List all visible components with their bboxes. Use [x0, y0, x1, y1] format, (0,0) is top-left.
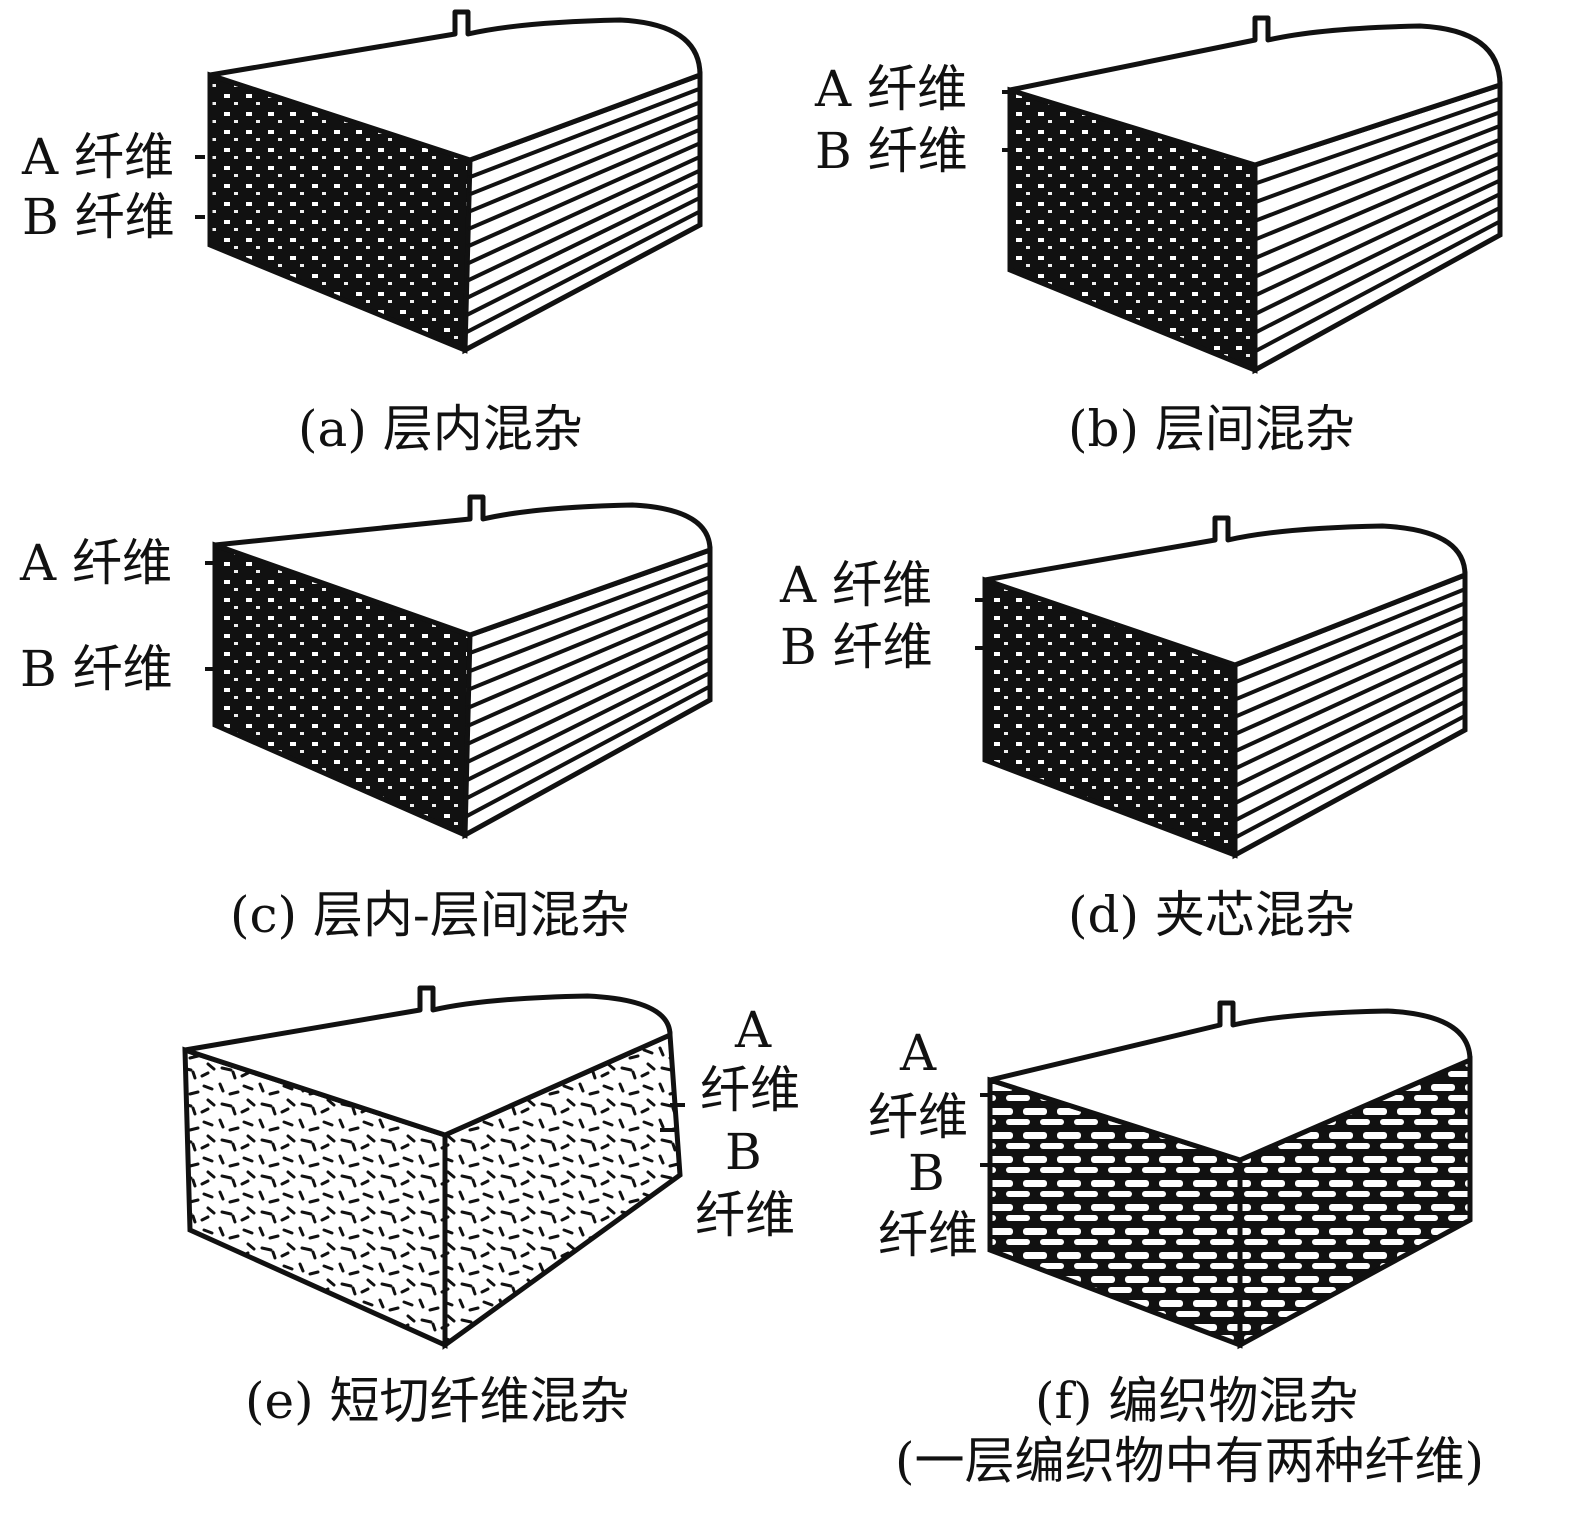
top-face [207, 9, 703, 163]
caption-b: (b) 层间混杂 [1068, 400, 1355, 458]
label-b-fiber: B 纤维 [20, 640, 173, 698]
ply-line [465, 182, 701, 300]
block-d [975, 515, 1468, 860]
ply-line [468, 100, 701, 197]
ply-line [466, 155, 701, 266]
ply-line [1234, 714, 1466, 840]
label-b: B [908, 1144, 945, 1202]
ply-line [466, 141, 701, 249]
ply-line [464, 209, 701, 335]
ply-line [467, 589, 711, 692]
ply-line [1254, 110, 1501, 205]
caption-e: (e) 短切纤维混杂 [245, 1372, 630, 1430]
ply-line [1254, 219, 1501, 354]
block-e [182, 985, 685, 1350]
label-a-fiber: A 纤维 [815, 60, 968, 118]
ply-line [1234, 601, 1466, 702]
label-fiber: 纤维 [868, 1088, 968, 1146]
ply-line [1254, 192, 1501, 316]
ply-line [465, 195, 701, 318]
caption-f: (f) 编织物混杂 [1035, 1372, 1359, 1430]
caption-c: (c) 层内-层间混杂 [230, 886, 630, 944]
ply-line [468, 86, 701, 180]
label-a-fiber: A 纤维 [22, 128, 175, 186]
ply-line [1254, 178, 1501, 298]
ply-line [1234, 671, 1466, 788]
ply-line [467, 602, 711, 710]
block-c [205, 494, 713, 840]
ply-line [466, 616, 711, 728]
block-b [1002, 15, 1503, 375]
ply-line [1234, 615, 1466, 719]
caption-a: (a) 层内混杂 [298, 400, 583, 458]
label-fiber: 纤维 [695, 1186, 795, 1244]
top-face [987, 1000, 1473, 1163]
ply-line [1234, 587, 1466, 685]
label-b-fiber: B 纤维 [780, 618, 933, 676]
top-face [1007, 15, 1503, 168]
label-a-fiber: A 纤维 [780, 556, 933, 614]
label-b: B [725, 1123, 762, 1181]
label-fiber: 纤维 [700, 1061, 800, 1119]
ply-line [1254, 124, 1501, 223]
ply-line [1254, 151, 1501, 261]
ply-line [1254, 96, 1501, 186]
ply-line [1234, 685, 1466, 805]
label-b-fiber: B 纤维 [815, 122, 968, 180]
ply-line [467, 114, 701, 214]
ply-line [466, 630, 711, 746]
top-face [212, 494, 713, 638]
caption-f-note: (一层编织物中有两种纤维) [895, 1432, 1485, 1490]
ply-line [468, 561, 711, 656]
ply-line [1254, 164, 1501, 279]
label-a: A [900, 1024, 937, 1082]
ply-line [1254, 137, 1501, 242]
ply-line [464, 670, 711, 801]
ply-line [464, 684, 711, 819]
ply-line [1234, 643, 1466, 754]
ply-line [1234, 657, 1466, 771]
ply-line [465, 643, 711, 765]
label-a-fiber: A 纤维 [20, 534, 173, 592]
ply-line [467, 127, 701, 231]
ply-line [468, 575, 711, 674]
label-fiber: 纤维 [878, 1206, 978, 1264]
ply-line [1254, 205, 1501, 335]
ply-line [1234, 629, 1466, 736]
ply-line [465, 657, 711, 783]
block-a [195, 9, 703, 355]
ply-line [465, 168, 701, 283]
top-face [182, 985, 673, 1138]
top-face [982, 515, 1468, 668]
caption-d: (d) 夹芯混杂 [1068, 886, 1355, 944]
label-a: A [735, 1001, 772, 1059]
label-b-fiber: B 纤维 [22, 188, 175, 246]
ply-line [1234, 700, 1466, 823]
block-f [980, 1000, 1473, 1350]
